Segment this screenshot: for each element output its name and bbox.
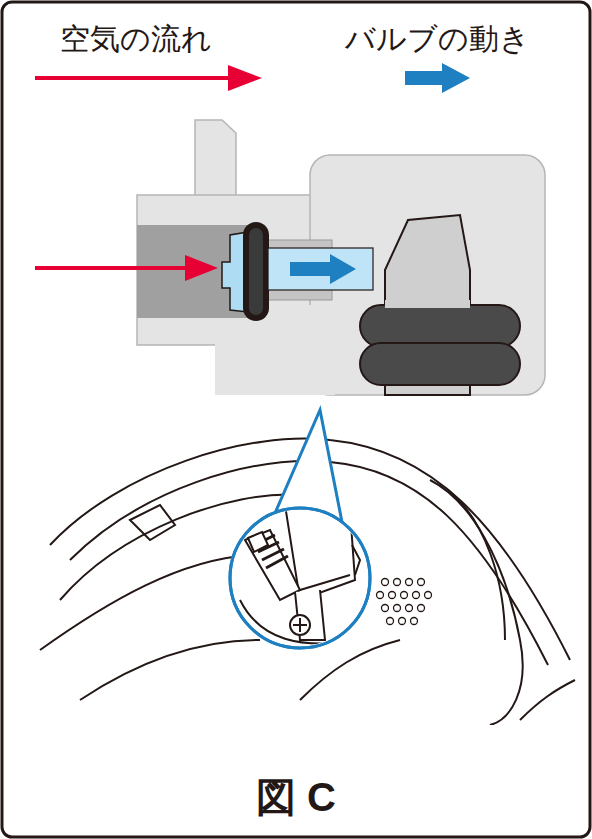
figure-caption: 図 C	[256, 775, 336, 819]
legend-label: 空気の流れ	[60, 22, 212, 55]
callout	[230, 410, 370, 648]
valve-detail	[35, 120, 545, 395]
legend-label: バルブの動き	[345, 22, 530, 55]
legend-arrows	[35, 63, 470, 93]
